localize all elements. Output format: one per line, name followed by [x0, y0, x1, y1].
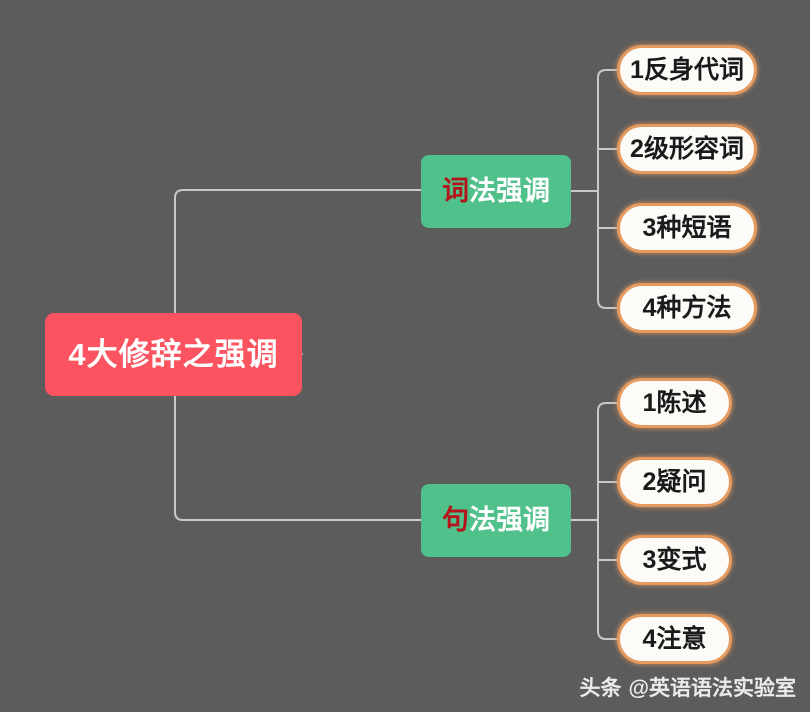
leaf-node-label: 3种短语 — [642, 213, 732, 242]
leaf-node-label: 1反身代词 — [630, 55, 744, 84]
leaf-node-label: 2级形容词 — [630, 134, 744, 163]
leaf-node-cifa-1[interactable]: 1反身代词 — [617, 45, 757, 95]
leaf-node-jufa-3[interactable]: 3变式 — [617, 535, 732, 585]
branch-node-cifa[interactable]: 词法强调 — [421, 155, 571, 228]
connector-bottom-leaf-4 — [597, 630, 618, 640]
leaf-node-label: 3变式 — [642, 545, 707, 574]
connector-bottom-leaf-1 — [597, 402, 618, 412]
leaf-node-cifa-2[interactable]: 2级形容词 — [617, 124, 757, 174]
root-node[interactable]: 4大修辞之强调 — [45, 313, 302, 396]
leaf-node-cifa-3[interactable]: 3种短语 — [617, 203, 757, 253]
watermark: 头条 @英语语法实验室 — [580, 672, 796, 702]
branch-rest-label: 法强调 — [469, 176, 550, 206]
root-node-label: 4大修辞之强调 — [68, 337, 279, 372]
branch-node-jufa[interactable]: 句法强调 — [421, 484, 571, 557]
leaf-node-label: 4注意 — [642, 624, 707, 653]
leaf-node-jufa-1[interactable]: 1陈述 — [617, 378, 732, 428]
branch-rest-label: 法强调 — [469, 505, 550, 535]
leaf-node-label: 2疑问 — [642, 467, 707, 496]
leaf-node-label: 4种方法 — [642, 293, 732, 322]
watermark-handle: @英语语法实验室 — [628, 677, 796, 700]
connector-top-leaf-1 — [597, 69, 618, 79]
branch-accent-char: 句 — [442, 505, 469, 535]
leaf-node-jufa-2[interactable]: 2疑问 — [617, 457, 732, 507]
leaf-node-cifa-4[interactable]: 4种方法 — [617, 283, 757, 333]
branch-node-cifa-label: 词法强调 — [442, 178, 550, 205]
branch-node-jufa-label: 句法强调 — [442, 507, 550, 534]
leaf-node-jufa-4[interactable]: 4注意 — [617, 614, 732, 664]
connector-top-leaf-4 — [597, 299, 618, 309]
leaf-node-label: 1陈述 — [642, 388, 707, 417]
branch-accent-char: 词 — [442, 176, 469, 206]
watermark-platform: 头条 — [579, 677, 622, 700]
